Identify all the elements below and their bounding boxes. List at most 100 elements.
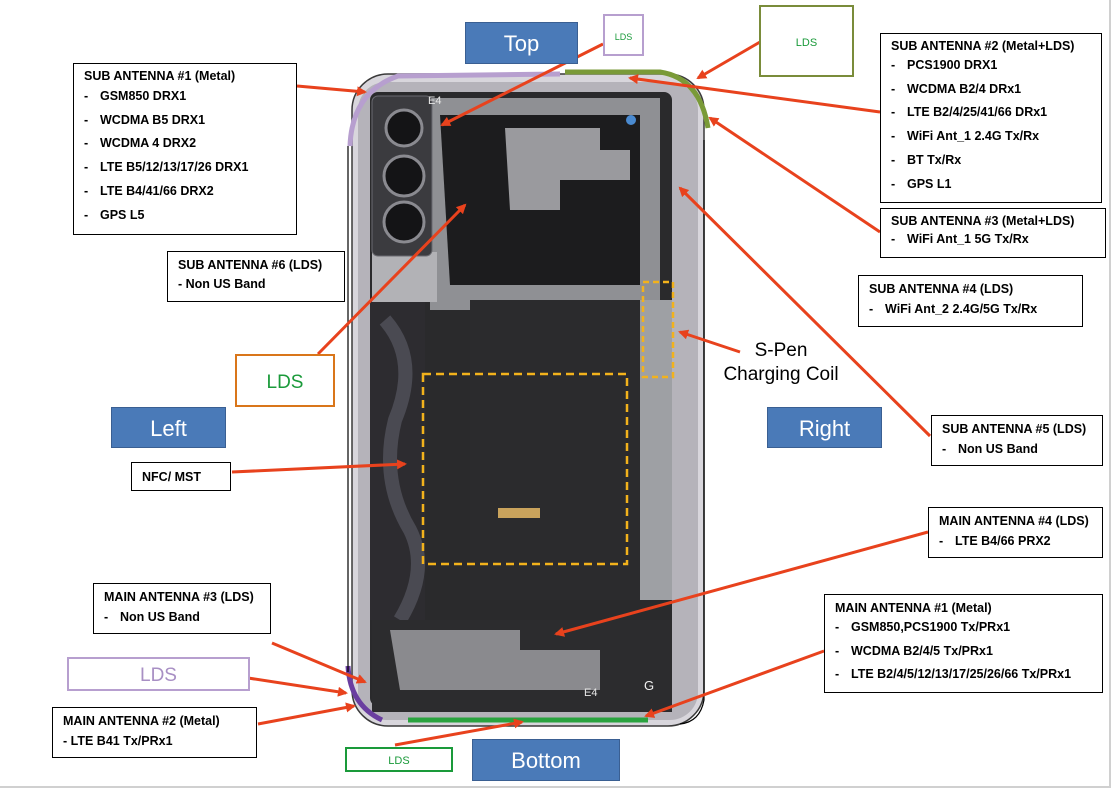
list-item: -WCDMA 4 DRX2	[84, 136, 197, 151]
arrow-sub3	[708, 116, 881, 234]
sub-antenna-2-list: -PCS1900 DRX1 -WCDMA B2/4 DRx1 -LTE B2/4…	[881, 53, 1101, 196]
left-bracket	[372, 252, 437, 302]
arrow-main2	[257, 702, 356, 726]
main-antenna-4-box: MAIN ANTENNA #4 (LDS) -LTE B4/66 PRX2	[928, 507, 1103, 558]
main-antenna-3-title: MAIN ANTENNA #3 (LDS)	[104, 590, 254, 604]
bottom-side-label: Bottom	[472, 739, 620, 781]
sub-antenna-3-list: -WiFi Ant_1 5G Tx/Rx	[881, 228, 1105, 252]
spen-coil-outline	[641, 280, 675, 379]
shield-trace-top	[505, 128, 630, 210]
spen-label-line1: S-Pen	[754, 340, 808, 361]
main-antenna-1-list: -GSM850,PCS1900 Tx/PRx1 -WCDMA B2/4/5 Tx…	[825, 615, 1102, 687]
list-item: -LTE B4/66 PRX2	[939, 534, 1051, 548]
list-item: -LTE B2/4/5/12/13/17/25/26/66 Tx/PRx1	[835, 667, 1072, 682]
list-item: -LTE B2/4/25/41/66 DRx1	[891, 105, 1048, 120]
list-item: -WiFi Ant_2 2.4G/5G Tx/Rx	[869, 302, 1038, 316]
bottom-model-mark: E4	[584, 687, 597, 699]
sub-antenna-6-list: - Non US Band	[168, 272, 344, 296]
top-model-mark: E4	[428, 95, 441, 107]
main-antenna-4-list: -LTE B4/66 PRX2	[929, 528, 1102, 554]
sub-antenna-4-box: SUB ANTENNA #4 (LDS) -WiFi Ant_2 2.4G/5G…	[858, 275, 1083, 327]
right-rail	[640, 300, 672, 600]
arrow-lds-left	[316, 203, 467, 356]
list-item: -LTE B4/41/66 DRX2	[84, 183, 214, 198]
arrow-nfc	[231, 459, 407, 474]
list-item: -Non US Band	[104, 610, 200, 624]
sub-antenna-1-list: -GSM850 DRX1 -WCDMA B5 DRX1 -WCDMA 4 DRX…	[74, 83, 296, 227]
sub-antenna-3-box: SUB ANTENNA #3 (Metal+LDS) -WiFi Ant_1 5…	[880, 208, 1106, 258]
lds-tag-bottom-center: LDS	[345, 747, 453, 772]
arrow-main3	[271, 641, 367, 684]
nfc-mst-box: NFC/ MST	[131, 462, 231, 491]
right-side-label: Right	[767, 407, 882, 448]
lds-tag-bottom-left: LDS	[67, 657, 250, 691]
list-item: -BT Tx/Rx	[891, 152, 962, 167]
sub-antenna-3-title: SUB ANTENNA #3 (Metal+LDS)	[891, 214, 1075, 228]
center-label-chip	[498, 508, 540, 518]
main2-metal-edge	[345, 665, 384, 723]
list-item: -GPS L1	[891, 176, 952, 191]
sub-antenna-1-title: SUB ANTENNA #1 (Metal)	[84, 69, 236, 83]
list-item: -PCS1900 DRX1	[891, 58, 998, 72]
sub-antenna-6-box: SUB ANTENNA #6 (LDS) - Non US Band	[167, 251, 345, 302]
sub-antenna-5-title: SUB ANTENNA #5 (LDS)	[942, 422, 1087, 436]
main-antenna-2-title: MAIN ANTENNA #2 (Metal)	[63, 714, 220, 728]
list-item: -LTE B5/12/13/17/26 DRX1	[84, 160, 249, 175]
arrow-lds-bottom	[394, 718, 524, 747]
camera-lens-1	[384, 108, 424, 148]
sub-antenna-4-title: SUB ANTENNA #4 (LDS)	[869, 282, 1014, 296]
list-item: -GSM850 DRX1	[84, 89, 187, 103]
camera-lens-3	[382, 200, 426, 244]
left-side-label: Left	[111, 407, 226, 448]
spen-label-line2: Charging Coil	[723, 364, 839, 385]
list-item: -WCDMA B2/4 DRx1	[891, 81, 1022, 96]
sensor-dot	[626, 115, 636, 125]
flex-cable	[379, 315, 425, 624]
list-item: -Non US Band	[942, 442, 1038, 456]
arrow-sub1	[296, 84, 367, 97]
arrow-main4	[554, 530, 929, 637]
lds-tag-top-small: LDS	[603, 14, 644, 56]
list-item: -GSM850,PCS1900 Tx/PRx1	[835, 620, 1011, 634]
main-antenna-3-list: -Non US Band	[94, 604, 270, 630]
right-outline	[679, 140, 705, 725]
g-mark: G	[644, 678, 654, 693]
bottom-trace	[390, 630, 600, 690]
top-side-label: Top	[465, 22, 578, 64]
list-item: - LTE B41 Tx/PRx1	[63, 734, 173, 748]
main-antenna-3-box: MAIN ANTENNA #3 (LDS) -Non US Band	[93, 583, 271, 634]
main-antenna-4-title: MAIN ANTENNA #4 (LDS)	[939, 514, 1089, 528]
list-item: -WCDMA B5 DRX1	[84, 112, 206, 127]
list-item: -WiFi Ant_1 2.4G Tx/Rx	[891, 129, 1040, 144]
sub-antenna-2-box: SUB ANTENNA #2 (Metal+LDS) -PCS1900 DRX1…	[880, 33, 1102, 203]
lds-tag-top-right: LDS	[759, 5, 854, 77]
arrow-spen	[678, 329, 741, 354]
sub-antenna-2-title: SUB ANTENNA #2 (Metal+LDS)	[891, 39, 1075, 53]
sub1-metal-edge	[347, 71, 561, 147]
main-antenna-1-title: MAIN ANTENNA #1 (Metal)	[835, 601, 992, 615]
arrow-lds-topright	[696, 40, 761, 80]
sub-antenna-6-title: SUB ANTENNA #6 (LDS)	[178, 258, 323, 272]
sub-antenna-5-list: -Non US Band	[932, 436, 1102, 462]
lds-tag-left: LDS	[235, 354, 335, 407]
list-item: -WiFi Ant_1 5G Tx/Rx	[891, 232, 1029, 246]
list-item: -GPS L5	[84, 207, 145, 222]
camera-lens-2	[382, 154, 426, 198]
list-item: - Non US Band	[178, 277, 266, 291]
spen-coil-label: S-Pen Charging Coil	[711, 339, 851, 387]
nfc-mst-label: NFC/ MST	[142, 470, 202, 484]
main-antenna-1-box: MAIN ANTENNA #1 (Metal) -GSM850,PCS1900 …	[824, 594, 1103, 693]
arrow-sub2	[628, 74, 881, 114]
arrow-sub5	[678, 186, 932, 438]
wireless-coil-outline	[421, 372, 629, 566]
arrow-main1	[644, 649, 825, 718]
list-item: -WCDMA B2/4/5 Tx/PRx1	[835, 643, 993, 658]
main-antenna-2-box: MAIN ANTENNA #2 (Metal) - LTE B41 Tx/PRx…	[52, 707, 257, 758]
arrow-lds-bottomleft	[247, 676, 348, 697]
battery-area	[470, 300, 640, 600]
sub-antenna-5-box: SUB ANTENNA #5 (LDS) -Non US Band	[931, 415, 1103, 466]
sub-antenna-4-list: -WiFi Ant_2 2.4G/5G Tx/Rx	[859, 296, 1082, 322]
